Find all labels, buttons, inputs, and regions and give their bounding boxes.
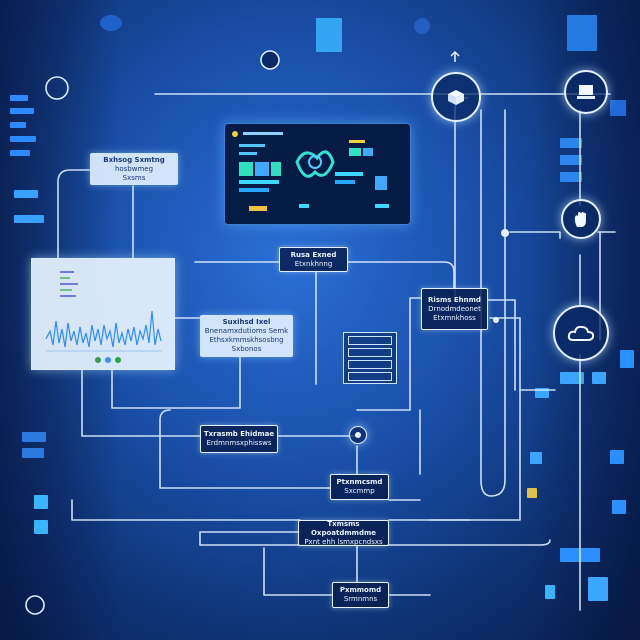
node-title: Pxmmomd	[339, 586, 382, 594]
node-title: Risms Ehnmd	[428, 295, 481, 304]
node-detail: Ethsxkmmskhsosbng	[209, 336, 284, 344]
node-subtitle: Sxcmmp	[344, 487, 375, 495]
package-icon	[448, 90, 464, 105]
node-lower-mid[interactable]: Ptxnmcsmd Sxcmmp	[330, 474, 389, 500]
node-mid-center[interactable]: Suxihsd Ixel Bnenamxdutioms Semk Ethsxkm…	[200, 315, 293, 357]
junction-node[interactable]	[349, 426, 367, 444]
node-subtitle: hosbwmeg	[114, 164, 154, 173]
node-subtitle: Srmnmns	[343, 595, 378, 603]
signal-chart-panel[interactable]	[31, 258, 175, 370]
hand-icon	[574, 212, 586, 227]
pin-icon	[355, 432, 361, 438]
node-title: Suxihsd Ixel	[222, 318, 271, 326]
signal-chart	[45, 271, 162, 363]
list-row	[348, 372, 392, 381]
laptop-icon	[577, 85, 595, 99]
node-mid-top[interactable]: Rusa Exned Etxnkhnng	[279, 247, 348, 272]
node-top-left[interactable]: Bxhsog Sxmtng hosbwmeg Sxsms	[90, 153, 178, 185]
dashboard-monitor[interactable]	[224, 123, 411, 225]
node-title: Ptxnmcsmd	[336, 478, 383, 486]
node-detail: Sxsms	[122, 173, 146, 182]
node-subtitle: Pxnt ehh lsmxpcndsxs	[304, 537, 383, 546]
cloud-icon	[567, 325, 595, 341]
dashboard-graphics	[232, 131, 389, 211]
node-right-mid[interactable]: Risms Ehnmd Drnodmdeonet Etxmnkhoss	[421, 288, 488, 330]
laptop-node[interactable]	[564, 70, 608, 114]
node-detail: Sxbonos	[231, 345, 262, 353]
node-subtitle: Drnodmdeonet	[428, 304, 481, 313]
list-row	[348, 360, 392, 369]
node-lower-wide[interactable]: Txmsms Oxpoatdmmdme Pxnt ehh lsmxpcndsxs	[298, 520, 389, 546]
package-node[interactable]	[431, 72, 481, 122]
list-row	[348, 348, 392, 357]
node-title: Txrasmb Ehidmae	[203, 430, 275, 438]
list-row	[348, 336, 392, 345]
node-title: Txmsms Oxpoatdmmdme	[310, 520, 376, 537]
node-subtitle: Bnenamxdutioms Semk	[204, 327, 289, 335]
node-title: Rusa Exned	[290, 250, 337, 259]
node-detail: Etxmnkhoss	[433, 313, 476, 322]
node-title: Bxhsog Sxmtng	[103, 155, 165, 164]
node-bottom[interactable]: Pxmmomd Srmnmns	[332, 582, 389, 608]
hand-node[interactable]	[561, 199, 601, 239]
cloud-node[interactable]	[553, 305, 609, 361]
node-lower-left[interactable]: Txrasmb Ehidmae Erdmnmsxphissws	[200, 425, 278, 453]
list-panel[interactable]	[343, 332, 397, 384]
node-subtitle: Erdmnmsxphissws	[206, 439, 272, 447]
node-subtitle: Etxnkhnng	[294, 259, 333, 268]
